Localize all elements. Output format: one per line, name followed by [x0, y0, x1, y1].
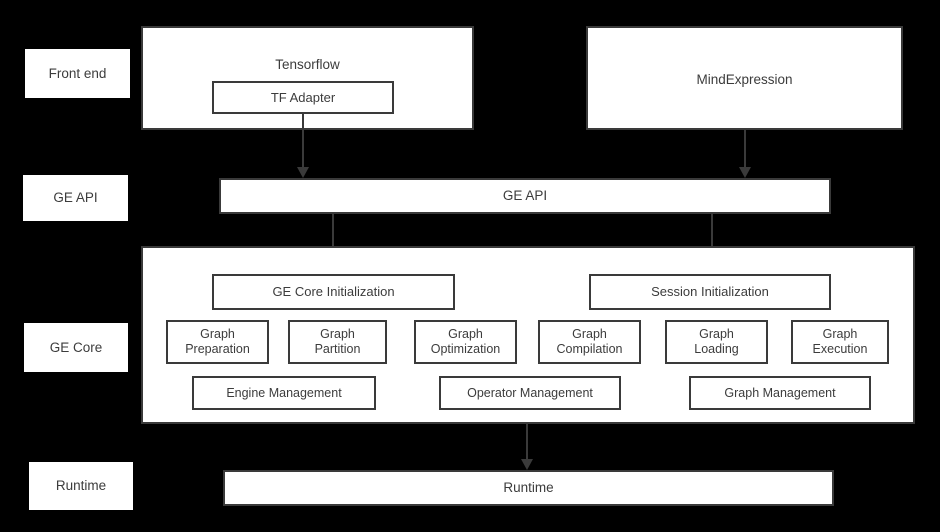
- ge-api-label: GE API: [502, 188, 548, 204]
- graph-partition-box[interactable]: Graph Partition: [288, 320, 387, 364]
- layer-label-text: Runtime: [55, 478, 107, 494]
- ge-core-initialization-box[interactable]: GE Core Initialization: [212, 274, 455, 310]
- operator-management-label: Operator Management: [467, 385, 593, 400]
- tensorflow-container: Tensorflow: [141, 26, 474, 130]
- engine-management-label: Engine Management: [226, 385, 342, 400]
- operator-management-box[interactable]: Operator Management: [439, 376, 621, 410]
- graph-management-box[interactable]: Graph Management: [689, 376, 871, 410]
- graph-optimization-box[interactable]: Graph Optimization: [414, 320, 517, 364]
- graph-execution-box[interactable]: Graph Execution: [791, 320, 889, 364]
- graph-loading-box[interactable]: Graph Loading: [665, 320, 768, 364]
- tf-adapter-label: TF Adapter: [270, 89, 336, 105]
- session-initialization-label: Session Initialization: [651, 284, 769, 300]
- runtime-bar[interactable]: Runtime: [223, 470, 834, 506]
- runtime-label: Runtime: [503, 480, 554, 496]
- session-initialization-box[interactable]: Session Initialization: [589, 274, 831, 310]
- graph-loading-label: Graph Loading: [694, 327, 739, 356]
- layer-label-ge-api: GE API: [23, 175, 128, 221]
- layer-label-text: Front end: [48, 65, 107, 81]
- engine-management-box[interactable]: Engine Management: [192, 376, 376, 410]
- tensorflow-title: Tensorflow: [275, 57, 340, 72]
- ge-core-initialization-label: GE Core Initialization: [272, 284, 395, 300]
- layer-label-ge-core: GE Core: [24, 323, 128, 372]
- tf-adapter-box[interactable]: TF Adapter: [212, 81, 394, 114]
- graph-preparation-box[interactable]: Graph Preparation: [166, 320, 269, 364]
- ge-api-bar[interactable]: GE API: [219, 178, 831, 214]
- graph-compilation-box[interactable]: Graph Compilation: [538, 320, 641, 364]
- mindexpression-container: MindExpression: [586, 26, 903, 130]
- graph-management-label: Graph Management: [724, 385, 836, 400]
- layer-label-front-end: Front end: [25, 49, 130, 98]
- layer-label-text: GE Core: [49, 339, 103, 355]
- layer-label-runtime: Runtime: [29, 462, 133, 510]
- graph-optimization-label: Graph Optimization: [430, 327, 501, 356]
- graph-partition-label: Graph Partition: [314, 327, 361, 356]
- layer-label-text: GE API: [53, 190, 98, 206]
- graph-compilation-label: Graph Compilation: [556, 327, 623, 356]
- graph-execution-label: Graph Execution: [812, 327, 868, 356]
- graph-preparation-label: Graph Preparation: [185, 327, 250, 356]
- mindexpression-title: MindExpression: [696, 72, 793, 87]
